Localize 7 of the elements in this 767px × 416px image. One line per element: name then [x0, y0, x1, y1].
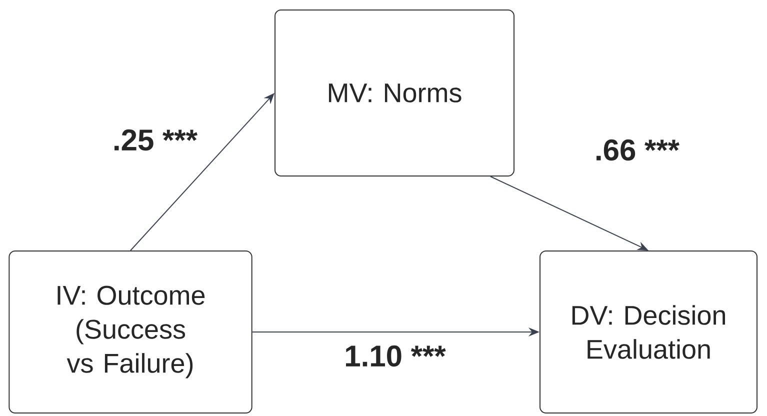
edge-label: .66 *** [596, 139, 680, 161]
edge-label: .25 *** [114, 129, 198, 151]
arrow [130, 93, 274, 251]
process-box: MV: Norms [274, 10, 514, 176]
edge-label: 1.10 *** [346, 345, 446, 367]
process-box: IV: Outcome (Success vs Failure) [8, 250, 252, 414]
process-box: DV: Decision Evaluation [540, 250, 758, 414]
